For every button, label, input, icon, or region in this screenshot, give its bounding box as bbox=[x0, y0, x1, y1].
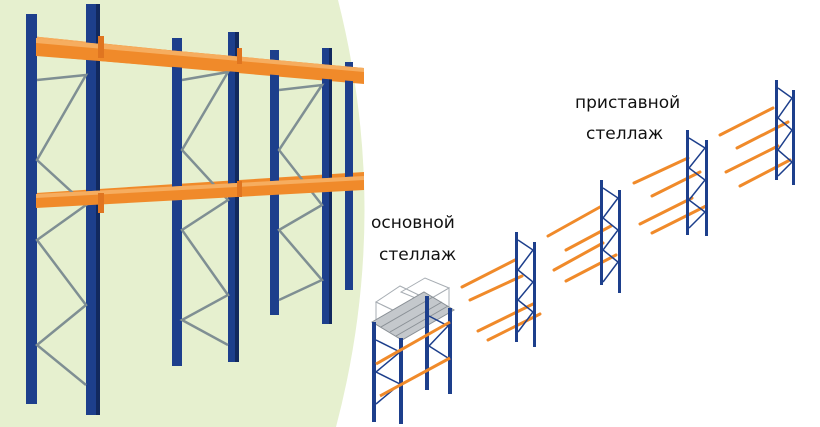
add-on-rack-frame-icon bbox=[460, 80, 795, 347]
beam-icon bbox=[36, 176, 364, 198]
add-on-rack-label-line-1: приставной bbox=[575, 93, 681, 113]
main-rack-label-line-2: стеллаж bbox=[379, 245, 457, 265]
beam-icon bbox=[36, 38, 364, 72]
rack-closeup-illustration bbox=[0, 0, 365, 427]
brace-icon bbox=[35, 70, 325, 386]
add-on-rack-label-line-2: стеллаж bbox=[586, 124, 664, 144]
main-rack-label-line-1: основной bbox=[371, 213, 455, 233]
main-rack-frame-icon bbox=[371, 277, 455, 424]
